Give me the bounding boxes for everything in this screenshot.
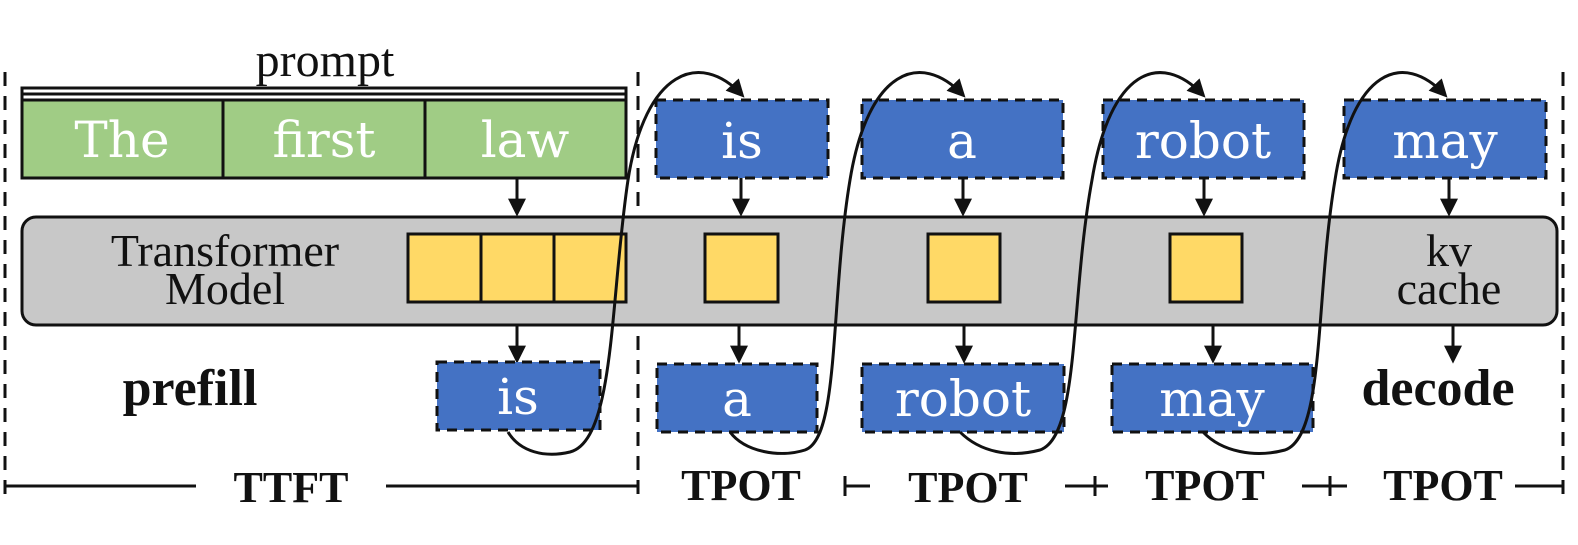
prompt-bracket — [20, 86, 628, 100]
input-arrows — [508, 178, 1458, 217]
output-arrows — [508, 325, 1462, 364]
output-token-a: a — [722, 370, 752, 428]
feedback-loop-curve — [958, 71, 1206, 455]
kv-block — [479, 232, 556, 304]
prompt-token-the: The — [74, 111, 169, 169]
prompt-token-box — [221, 98, 427, 180]
prefill-label: prefill — [123, 360, 258, 417]
feedback-loop-curve — [728, 71, 966, 455]
decode-input-box — [1342, 98, 1548, 180]
feedback-loops — [506, 71, 1448, 456]
output-token-box — [655, 362, 819, 434]
decode-input-a: a — [947, 112, 977, 170]
tpot-label: TPOT — [1383, 461, 1503, 510]
kv-block — [926, 232, 1002, 304]
output-token-may: may — [1159, 370, 1265, 428]
tpot-label: TPOT — [908, 463, 1028, 512]
feedback-loop-curve — [506, 71, 745, 456]
model-label-line1: Transformer — [111, 225, 339, 276]
output-token-robot: robot — [895, 370, 1031, 428]
prompt-token-box — [423, 98, 628, 180]
prompt-token-group: The first law — [20, 98, 628, 180]
output-token-box — [860, 362, 1066, 434]
tpot-label: TPOT — [681, 461, 801, 510]
output-token-box — [1110, 362, 1315, 434]
tpot-label: TPOT — [1145, 461, 1265, 510]
kv-cache-blocks — [406, 232, 1244, 304]
timeline — [5, 476, 1563, 496]
feedback-loop-curve — [1201, 71, 1448, 455]
prompt-token-law: law — [481, 111, 570, 169]
kv-block — [1168, 232, 1244, 304]
decode-input-box — [654, 98, 830, 180]
decode-input-may: may — [1392, 112, 1498, 170]
kv-block — [552, 232, 628, 304]
output-token-is: is — [497, 368, 539, 426]
decode-label: decode — [1361, 360, 1514, 417]
kv-cache-label-line2: cache — [1397, 263, 1502, 314]
output-token-box — [435, 360, 602, 432]
model-label-line2: Model — [165, 263, 285, 314]
output-tokens: is a robot may — [435, 360, 1315, 434]
prompt-token-first: first — [272, 111, 375, 169]
decode-input-tokens: is a robot may — [654, 98, 1548, 180]
ttft-label: TTFT — [234, 463, 349, 512]
kv-block — [703, 232, 780, 304]
decode-input-box — [1101, 98, 1306, 180]
kv-block — [406, 232, 483, 304]
decode-input-robot: robot — [1135, 112, 1271, 170]
prompt-label: prompt — [256, 34, 395, 87]
decode-input-is: is — [721, 112, 763, 170]
kv-cache-label-line1: kv — [1426, 225, 1472, 276]
